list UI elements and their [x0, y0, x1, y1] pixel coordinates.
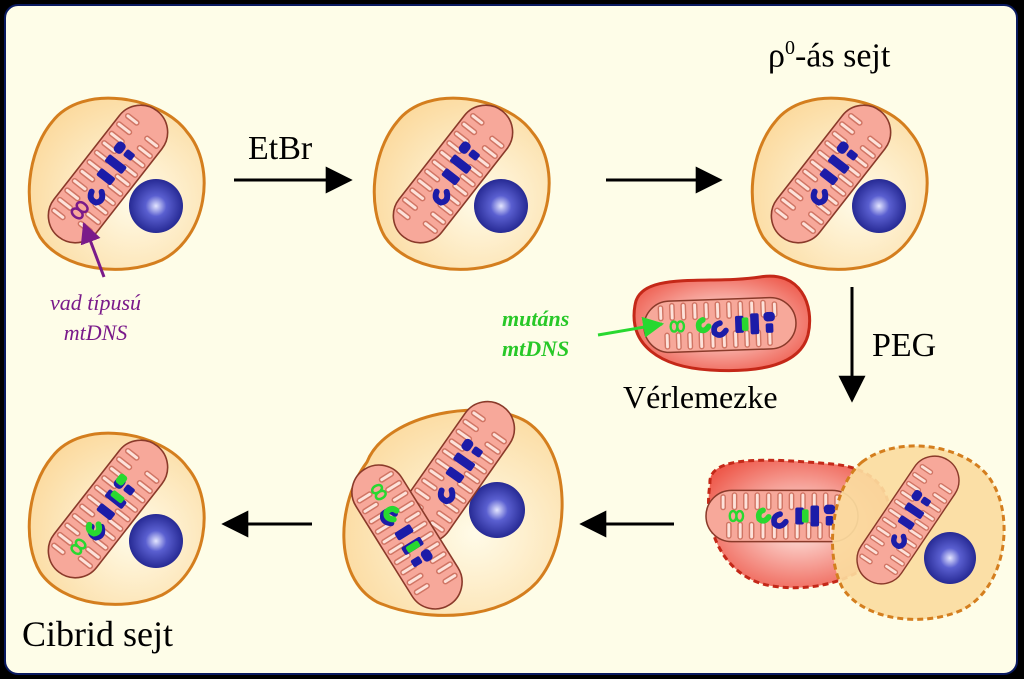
- nucleus: [852, 179, 906, 233]
- wild-mtdna-label: vad típusú mtDNS: [50, 288, 141, 347]
- rho0-cell-label: ρ0-ás sejt: [768, 38, 890, 73]
- peg-label: PEG: [872, 327, 937, 364]
- wild-mtdna-pointer: [80, 222, 106, 278]
- mutant-mtdna-label: mutáns mtDNS: [502, 304, 569, 363]
- mutant-label-line1: mutáns: [502, 306, 570, 331]
- mutant-mtdna-icon: [669, 320, 686, 333]
- etbr-label: EtBr: [248, 130, 313, 167]
- nucleus: [129, 179, 183, 233]
- nucleus: [469, 482, 525, 538]
- rho0-cell: [750, 94, 929, 271]
- cybrid-label: Cibrid sejt: [22, 614, 173, 654]
- rho-symbol: ρ: [768, 37, 785, 75]
- wild-type-cell: [27, 94, 206, 271]
- cybrid-cell: [27, 429, 206, 606]
- etbr-treated-cell: [372, 94, 551, 271]
- diagram-panel: EtBr ρ0-ás sejt PEG Vérlemezke Cibrid se…: [4, 4, 1018, 675]
- nucleus: [924, 532, 976, 584]
- nucleus: [474, 179, 528, 233]
- rho-suffix: -ás sejt: [794, 37, 891, 75]
- fused-cell: [342, 391, 564, 619]
- rho-superscript: 0: [784, 37, 795, 59]
- mutant-mtdna-pointer: [597, 316, 665, 338]
- platelet-label: Vérlemezke: [623, 379, 778, 415]
- mutant-label-line2: mtDNS: [502, 335, 570, 361]
- wild-mtdna-icon: [70, 200, 89, 220]
- platelet: [632, 274, 812, 373]
- diagram-canvas: [27, 4, 1006, 675]
- wild-label-line1: vad típusú: [50, 290, 142, 315]
- nucleus: [129, 514, 183, 568]
- fusion-rho0-cell: [831, 446, 1006, 621]
- wild-label-line2: mtDNS: [63, 319, 128, 345]
